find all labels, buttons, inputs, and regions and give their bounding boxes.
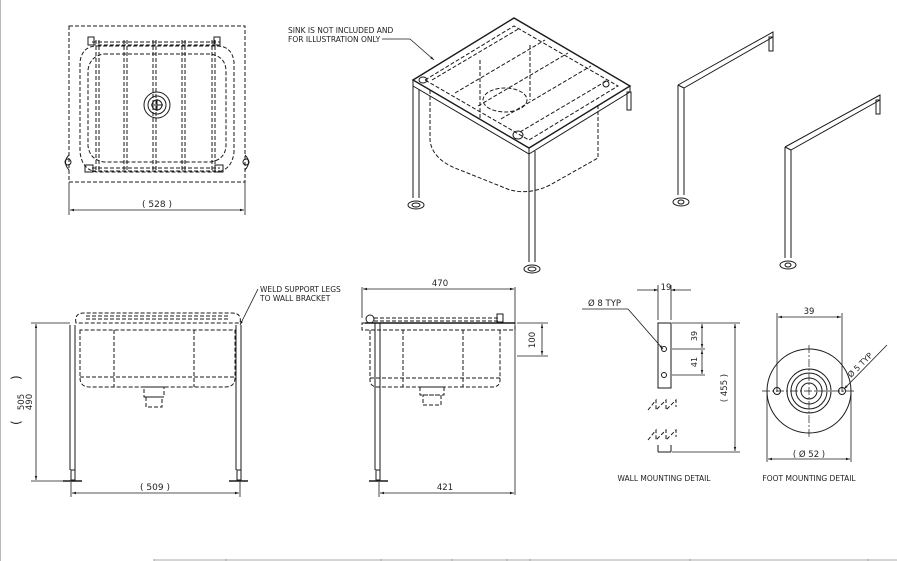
front-view: WELD SUPPORT LEGS TO WALL BRACKET ( 505 … bbox=[9, 285, 343, 497]
side-bracket-height-dim: 100 bbox=[528, 332, 538, 348]
sink-not-included-note: SINK IS NOT INCLUDED AND FOR ILLUSTRATIO… bbox=[288, 26, 396, 44]
top-view-width-dim: ( 528 ) bbox=[142, 200, 172, 210]
foot-mounting-detail: 39 Ø 5 TYP ( Ø 52 ) FOOT MOUNTING DETAIL bbox=[762, 307, 888, 483]
front-width-dim: ( 509 ) bbox=[140, 483, 170, 493]
sheet-left-border bbox=[0, 0, 1, 561]
foot-mounting-detail-title: FOOT MOUNTING DETAIL bbox=[762, 474, 856, 483]
side-depth-bottom-dim: 421 bbox=[437, 483, 453, 493]
weld-support-note: WELD SUPPORT LEGS TO WALL BRACKET bbox=[259, 285, 343, 303]
front-height-dim-505: 505 bbox=[17, 394, 27, 410]
wall-hole-spacing-bottom: 41 bbox=[690, 357, 699, 367]
drain-waste-icon bbox=[143, 91, 171, 119]
wall-overall-height-dim: ( 455 ) bbox=[720, 374, 730, 402]
wall-bracket-width-dim: 19 bbox=[661, 283, 672, 293]
front-height-dim-490: 490 bbox=[25, 394, 35, 410]
wall-hole-spacing-top: 39 bbox=[690, 331, 699, 341]
top-view: ( 528 ) bbox=[64, 25, 250, 215]
side-view: 470 100 421 bbox=[361, 279, 548, 497]
wall-mounting-detail: 19 Ø 8 TYP 39 41 ( 455 ) WALL MOUNTING D… bbox=[582, 283, 740, 483]
isometric-view: SINK IS NOT INCLUDED AND FOR ILLUSTRATIO… bbox=[288, 17, 632, 274]
side-depth-top-dim: 470 bbox=[432, 279, 448, 289]
wall-hole-note: Ø 8 TYP bbox=[588, 298, 621, 309]
foot-hole-spacing-dim: 39 bbox=[804, 307, 815, 317]
foot-hole-note: Ø 5 TYP bbox=[845, 350, 874, 379]
foot-diameter-dim: ( Ø 52 ) bbox=[793, 449, 825, 460]
wall-mounting-detail-title: WALL MOUNTING DETAIL bbox=[618, 474, 712, 483]
front-height-paren-open: ( bbox=[9, 420, 23, 425]
leg-frame-assemblies bbox=[672, 31, 881, 270]
front-height-paren-close: ) bbox=[9, 375, 23, 380]
